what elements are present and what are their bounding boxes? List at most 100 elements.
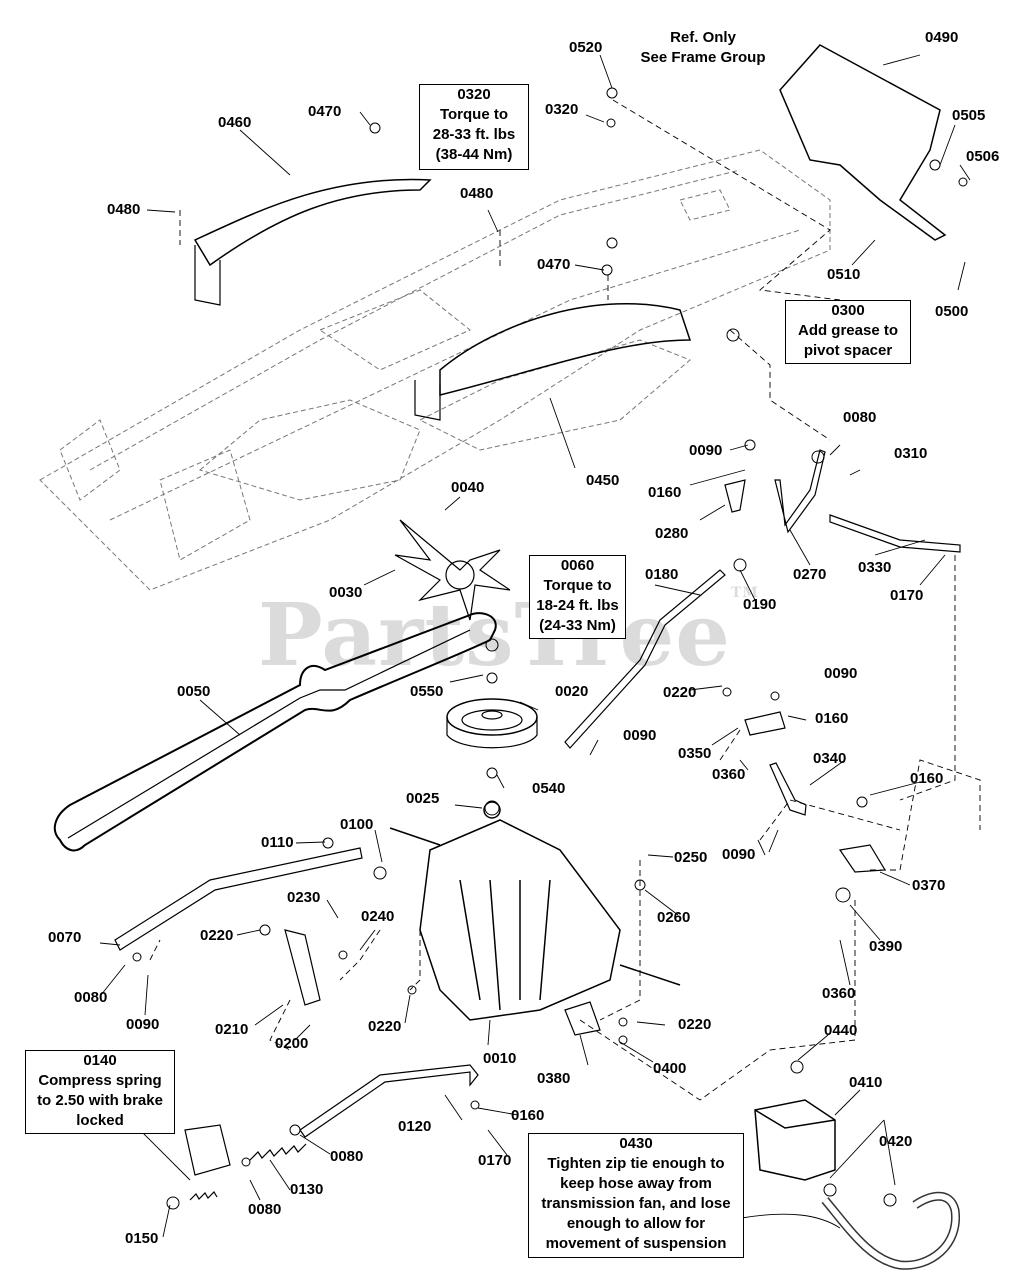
callout-label: 0040: [451, 479, 485, 496]
callout-label: 0360: [712, 766, 746, 783]
callout-label: 0480: [460, 185, 494, 202]
callout-label: 0340: [813, 750, 847, 767]
callout-label: 0350: [678, 745, 712, 762]
callout-label: 0200: [275, 1035, 309, 1052]
callout-label: 0160: [815, 710, 849, 727]
control-rod-0330: [829, 514, 961, 553]
callout-label: 0280: [655, 525, 689, 542]
hardware: [132, 87, 968, 1210]
callout-label: 0050: [177, 683, 211, 700]
callout-label: 0150: [125, 1230, 159, 1247]
callout-label: 0170: [890, 587, 924, 604]
link-0340: [769, 762, 807, 816]
callout-label: 0220: [200, 927, 234, 944]
callout-label: 0470: [537, 256, 571, 273]
brake-rod: [114, 847, 363, 951]
callout-label: 0030: [329, 584, 363, 601]
callout-label: 0240: [361, 908, 395, 925]
callout-label: 0470: [308, 103, 342, 120]
cooling-fan: [394, 519, 511, 621]
callout-label: 0010: [483, 1050, 517, 1067]
callout-label: 0400: [653, 1060, 687, 1077]
callout-label: 0160: [648, 484, 682, 501]
callout-label: 0270: [793, 566, 827, 583]
callout-label: 0080: [843, 409, 877, 426]
bracket-0380: [564, 1001, 601, 1036]
callout-label: 0310: [894, 445, 928, 462]
callout-label: 0180: [645, 566, 679, 583]
callout-label: 0190: [743, 596, 777, 613]
frame-reference: [39, 149, 831, 591]
callout-label: 0410: [849, 1074, 883, 1091]
control-rod-0180: [564, 569, 726, 749]
callout-label: 0420: [879, 1133, 913, 1150]
callout-label: 0250: [674, 849, 708, 866]
callout-label: 0360: [822, 985, 856, 1002]
callout-label: 0440: [824, 1022, 858, 1039]
callout-label: 0500: [935, 303, 969, 320]
callout-label: 0450: [586, 472, 620, 489]
callout-label: 0090: [722, 846, 756, 863]
callout-label: 0080: [330, 1148, 364, 1165]
callout-label: 0520: [569, 39, 603, 56]
callout-label: 0160: [910, 770, 944, 787]
callout-label: 0160: [511, 1107, 545, 1124]
lever-0270: [774, 449, 826, 534]
callout-label: 0090: [623, 727, 657, 744]
callout-label: 0220: [663, 684, 697, 701]
callout-label: 0090: [689, 442, 723, 459]
fuel-tank: [754, 1099, 836, 1181]
callout-label: 0220: [368, 1018, 402, 1035]
bellcrank: [744, 711, 786, 736]
callout-label: 0330: [858, 559, 892, 576]
bracket-0200: [284, 929, 321, 1006]
callout-label: 0170: [478, 1152, 512, 1169]
callout-label: 0100: [340, 816, 374, 833]
left-floor-cover: [193, 178, 432, 267]
callout-label: 0490: [925, 29, 959, 46]
watermark: PartsTreeTM: [258, 585, 759, 686]
callout-label: 0460: [218, 114, 252, 131]
callout-label: 0130: [290, 1181, 324, 1198]
callout-label: 0025: [406, 790, 440, 807]
callout-label: 0220: [678, 1016, 712, 1033]
mount-bracket: [779, 44, 947, 241]
callout-label: 0210: [215, 1021, 249, 1038]
callout-label: 0550: [410, 683, 444, 700]
callout-label: 0110: [261, 834, 294, 851]
pulley: [446, 698, 538, 749]
leader-lines: [99, 54, 971, 1238]
callout-label: 0540: [532, 780, 566, 797]
callout-label: 0090: [824, 665, 858, 682]
callout-label: 0380: [537, 1070, 571, 1087]
callout-label: 0480: [107, 201, 141, 218]
callout-label: 0120: [398, 1118, 432, 1135]
knob: [724, 479, 746, 513]
callout-label: 0230: [287, 889, 321, 906]
callout-label: 0080: [74, 989, 108, 1006]
callout-label: 0020: [555, 683, 589, 700]
callout-label: 0506: [966, 148, 1000, 165]
callout-label: 0080: [248, 1201, 282, 1218]
callout-label: 0260: [657, 909, 691, 926]
spring: [249, 1143, 307, 1161]
callout-label: 0320: [545, 101, 579, 118]
callout-label: 0390: [869, 938, 903, 955]
brake-block: [184, 1124, 231, 1176]
callout-label: 0505: [952, 107, 986, 124]
reference-lines: [149, 99, 981, 1101]
callout-label: 0510: [827, 266, 861, 283]
callout-label: 0370: [912, 877, 946, 894]
transmission: [389, 801, 681, 1021]
plate-0370: [838, 844, 887, 873]
rod-0120: [299, 1064, 479, 1138]
callout-label: 0090: [126, 1016, 160, 1033]
